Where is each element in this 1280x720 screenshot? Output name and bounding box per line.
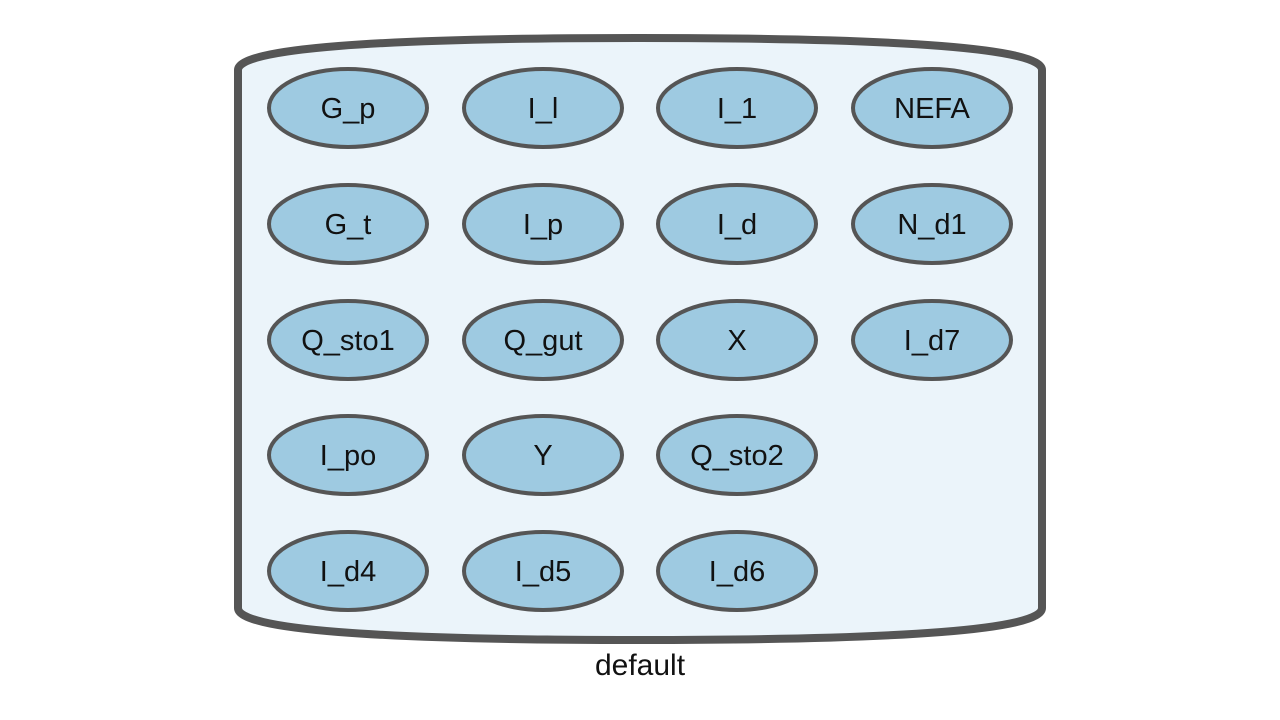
species-label: I_l	[528, 93, 559, 125]
species-label: Q_sto2	[690, 440, 784, 472]
species-node[interactable]: I_d	[656, 183, 818, 265]
species-shape	[851, 183, 1013, 265]
species-node[interactable]: I_d4	[267, 530, 429, 612]
species-label: I_d6	[709, 556, 765, 588]
species-label: Q_sto1	[301, 325, 395, 357]
species-node[interactable]: I_1	[656, 67, 818, 149]
species-node[interactable]: X	[656, 299, 818, 381]
species-node[interactable]: I_d7	[851, 299, 1013, 381]
species-node[interactable]: NEFA	[851, 67, 1013, 149]
species-node[interactable]: I_p	[462, 183, 624, 265]
species-label: NEFA	[894, 93, 970, 125]
species-shape	[656, 299, 818, 381]
species-shape	[267, 530, 429, 612]
species-node[interactable]: Y	[462, 414, 624, 496]
species-label: I_d4	[320, 556, 376, 588]
species-label: G_t	[325, 209, 372, 241]
species-shape	[267, 414, 429, 496]
species-shape	[462, 414, 624, 496]
species-label: I_d	[717, 209, 757, 241]
compartment-default[interactable]	[234, 33, 1046, 645]
species-shape	[851, 67, 1013, 149]
compartment-label: default	[595, 649, 686, 682]
species-shape	[267, 67, 429, 149]
species-shape	[656, 414, 818, 496]
species-shape	[851, 299, 1013, 381]
species-shape	[462, 67, 624, 149]
species-shape	[462, 530, 624, 612]
species-node[interactable]: Q_gut	[462, 299, 624, 381]
species-node[interactable]: I_d6	[656, 530, 818, 612]
species-label: I_d7	[904, 325, 960, 357]
species-shape	[462, 183, 624, 265]
species-label: Y	[533, 440, 552, 472]
species-node[interactable]: G_t	[267, 183, 429, 265]
species-shape	[656, 67, 818, 149]
species-label: I_po	[320, 440, 376, 472]
species-node[interactable]: G_p	[267, 67, 429, 149]
species-shape	[267, 183, 429, 265]
species-node[interactable]: I_d5	[462, 530, 624, 612]
species-shape	[656, 530, 818, 612]
species-shape	[267, 299, 429, 381]
species-node[interactable]: I_l	[462, 67, 624, 149]
species-label: N_d1	[897, 209, 966, 241]
species-node[interactable]: I_po	[267, 414, 429, 496]
species-label: I_d5	[515, 556, 571, 588]
species-label: Q_gut	[504, 325, 583, 357]
species-node[interactable]: Q_sto2	[656, 414, 818, 496]
species-label: X	[727, 325, 746, 357]
species-shape	[656, 183, 818, 265]
species-label: I_1	[717, 93, 757, 125]
species-layer: G_p I_l I_1 NEFA G_t I_p I_d N_d1Q_sto1 Q_gut X I_…	[267, 67, 1013, 612]
compartment-shape	[234, 33, 1046, 645]
species-node[interactable]: N_d1	[851, 183, 1013, 265]
species-node[interactable]: Q_sto1	[267, 299, 429, 381]
species-shape	[462, 299, 624, 381]
species-label: G_p	[321, 93, 376, 125]
species-label: I_p	[523, 209, 563, 241]
